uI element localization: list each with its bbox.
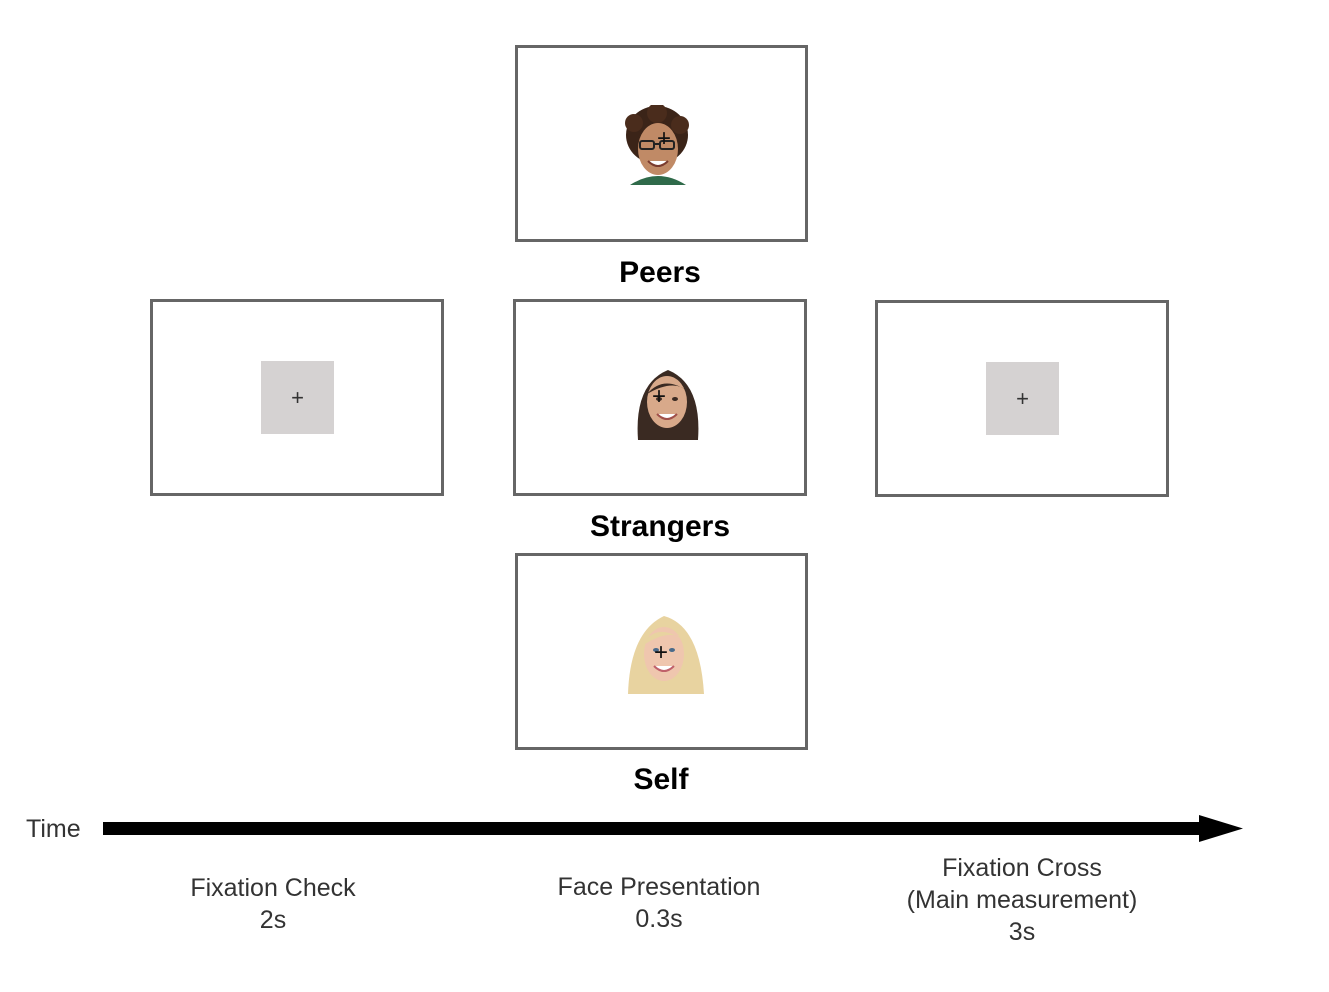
phase-duration: 0.3s (635, 905, 683, 933)
strangers-label: Strangers (589, 510, 731, 543)
fixation-cross-overlay: + (652, 383, 667, 410)
peer-face-image (625, 105, 689, 185)
fixation-cross: + (291, 384, 304, 410)
self-label: Self (633, 763, 689, 796)
phase-name-line1: Fixation Cross (942, 854, 1102, 882)
self-screen: + (515, 553, 808, 750)
peers-label: Peers (619, 256, 701, 289)
strangers-screen: + (513, 299, 807, 496)
fixation-cross-overlay: + (657, 125, 672, 152)
phase-fixation-cross: Fixation Cross (Main measurement) 3s (862, 852, 1182, 948)
fixation-cross-overlay: + (654, 639, 669, 666)
phase-name: Fixation Check (190, 874, 356, 902)
fixation-check-screen: + (150, 299, 444, 496)
fixation-square: + (986, 362, 1059, 435)
phase-name-line2: (Main measurement) (906, 886, 1138, 914)
fixation-square: + (261, 361, 334, 434)
self-face-image (628, 616, 704, 694)
phase-name: Face Presentation (557, 873, 761, 901)
phase-fixation-check: Fixation Check 2s (113, 872, 433, 936)
time-label: Time (26, 815, 81, 843)
phase-duration: 3s (1008, 918, 1036, 946)
peers-screen: + (515, 45, 808, 242)
fixation-cross: + (1016, 385, 1029, 411)
fixation-cross-screen: + (875, 300, 1169, 497)
phase-face-presentation: Face Presentation 0.3s (499, 871, 819, 935)
phase-duration: 2s (259, 906, 287, 934)
stranger-face-image (637, 370, 699, 440)
